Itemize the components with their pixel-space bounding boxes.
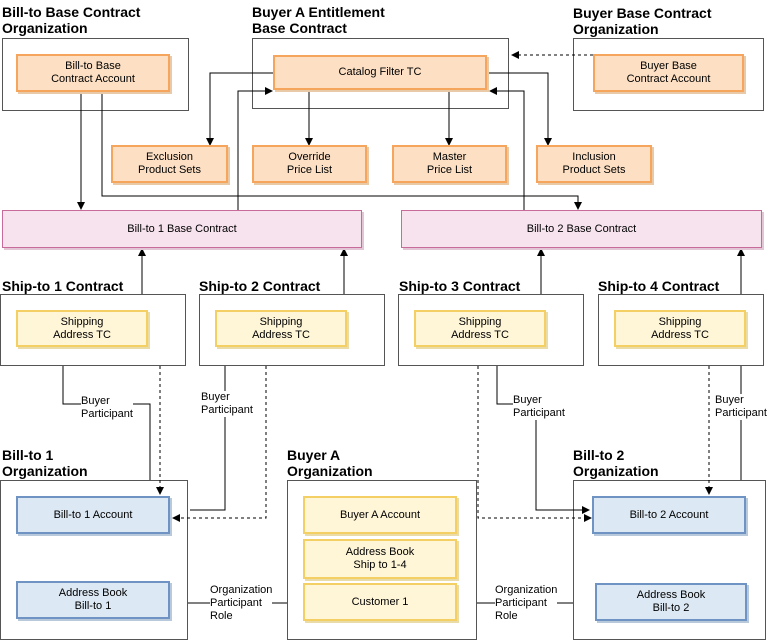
buyer-participant-note-2: Buyer Participant — [201, 391, 253, 417]
bill-to-2-org-label: Bill-to 2 Organization — [573, 447, 659, 479]
organization-participant-role-note-1: Organization Participant Role — [210, 584, 273, 623]
ship-to-2-shipping-address-tc-box: Shipping Address TC — [215, 310, 347, 347]
connector-bill-to-2-base-to-catalog — [489, 87, 525, 210]
ship-to-1-shipping-address-tc-box: Shipping Address TC — [16, 310, 148, 347]
override-price-list-box: Override Price List — [252, 145, 367, 183]
bill-to-base-contract-org-label: Bill-to Base Contract Organization — [2, 4, 141, 36]
connector-catalog-to-inclusion — [487, 72, 552, 146]
buyer-base-contract-account-box: Buyer Base Contract Account — [593, 54, 744, 92]
organization-participant-role-note-2: Organization Participant Role — [495, 584, 558, 623]
buyer-a-entitlement-base-contract-label: Buyer A Entitlement Base Contract — [252, 4, 385, 36]
address-book-bill-to-1-box: Address Book Bill-to 1 — [16, 581, 170, 619]
customer-1-box: Customer 1 — [303, 583, 457, 621]
buyer-participant-note-1: Buyer Participant — [81, 395, 133, 421]
ship-to-1-contract-label: Ship-to 1 Contract — [2, 278, 124, 294]
ship-to-4-shipping-address-tc-box: Shipping Address TC — [614, 310, 746, 347]
buyer-base-contract-org-label: Buyer Base Contract Organization — [573, 5, 712, 37]
connector-ship-to-2-to-bill-to-1-account — [190, 366, 226, 511]
ship-to-4-contract-label: Ship-to 4 Contract — [598, 278, 720, 294]
ship-to-3-shipping-address-tc-box: Shipping Address TC — [414, 310, 546, 347]
bill-to-2-base-contract-box: Bill-to 2 Base Contract — [401, 210, 762, 248]
address-book-ship-to-box: Address Book Ship to 1-4 — [303, 539, 457, 579]
buyer-a-account-box: Buyer A Account — [303, 496, 457, 534]
master-price-list-box: Master Price List — [392, 145, 507, 183]
catalog-filter-tc-box: Catalog Filter TC — [273, 55, 487, 90]
bill-to-2-account-box: Bill-to 2 Account — [592, 496, 746, 534]
bill-to-base-contract-account-box: Bill-to Base Contract Account — [16, 54, 170, 92]
buyer-a-org-label: Buyer A Organization — [287, 447, 373, 479]
buyer-participant-note-3: Buyer Participant — [513, 394, 565, 420]
dashed-ship-to-2-to-bill-to-1-account — [172, 366, 267, 522]
bill-to-1-org-label: Bill-to 1 Organization — [2, 447, 88, 479]
connector-bill-to-base-to-bill-to-2 — [101, 92, 582, 210]
connector-bill-to-1-base-to-catalog — [237, 87, 273, 210]
dashed-ship-to-3-to-bill-to-2-account — [477, 366, 592, 522]
inclusion-product-sets-box: Inclusion Product Sets — [536, 145, 652, 183]
ship-to-3-contract-label: Ship-to 3 Contract — [399, 278, 521, 294]
connector-catalog-to-exclusion — [206, 72, 273, 146]
buyer-participant-note-4: Buyer Participant — [715, 394, 767, 420]
ship-to-2-contract-label: Ship-to 2 Contract — [199, 278, 321, 294]
connector-ship-to-3-to-bill-to-2-account — [496, 366, 590, 514]
bill-to-1-account-box: Bill-to 1 Account — [16, 496, 170, 534]
bill-to-1-base-contract-box: Bill-to 1 Base Contract — [2, 210, 362, 248]
exclusion-product-sets-box: Exclusion Product Sets — [111, 145, 228, 183]
address-book-bill-to-2-box: Address Book Bill-to 2 — [595, 583, 747, 621]
